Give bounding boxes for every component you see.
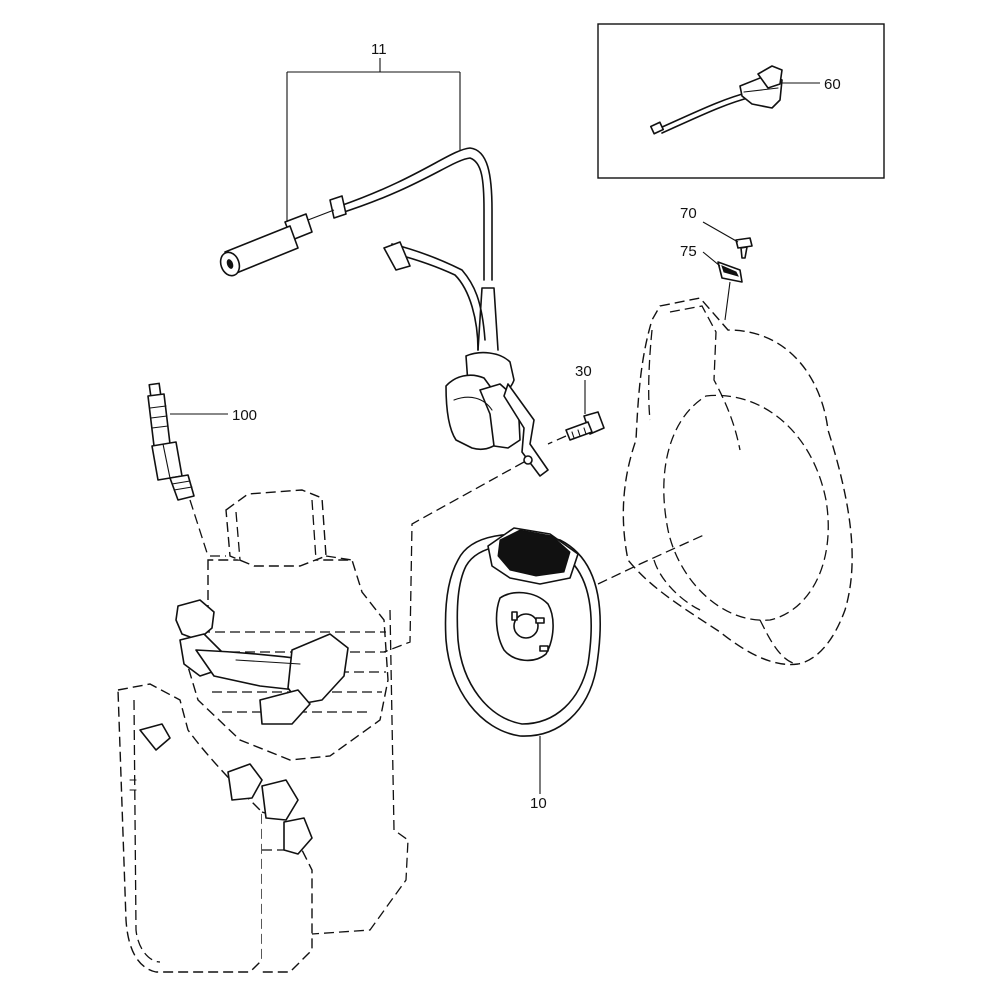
callout-70: 70 xyxy=(680,205,739,243)
part-100-spark-plug xyxy=(147,382,195,501)
callout-60-label: 60 xyxy=(824,76,841,93)
callout-70-label: 70 xyxy=(680,205,697,222)
part-30-screw xyxy=(565,411,605,441)
part-11-ignition-lead xyxy=(219,147,493,281)
inset-frame xyxy=(597,23,885,179)
part-10-flywheel xyxy=(444,527,601,737)
callout-100-label: 100 xyxy=(232,407,257,424)
callout-11-label: 11 xyxy=(371,41,387,58)
callout-75: 75 xyxy=(680,243,721,267)
engine-block xyxy=(117,489,409,973)
callout-75-label: 75 xyxy=(680,243,697,260)
part-70-screw xyxy=(735,237,753,259)
callout-10: 10 xyxy=(530,736,547,812)
callout-30: 30 xyxy=(575,363,592,414)
part-75-clip xyxy=(717,261,743,321)
callout-11: 11 xyxy=(286,41,461,222)
fan-housing xyxy=(622,297,853,666)
assembly-lines xyxy=(189,435,707,653)
callout-30-label: 30 xyxy=(575,363,592,380)
ignition-coil xyxy=(383,241,549,477)
callout-100: 100 xyxy=(170,407,257,424)
callout-10-label: 10 xyxy=(530,795,547,812)
callout-60: 60 xyxy=(782,76,841,93)
part-60-stop-switch xyxy=(649,65,783,135)
